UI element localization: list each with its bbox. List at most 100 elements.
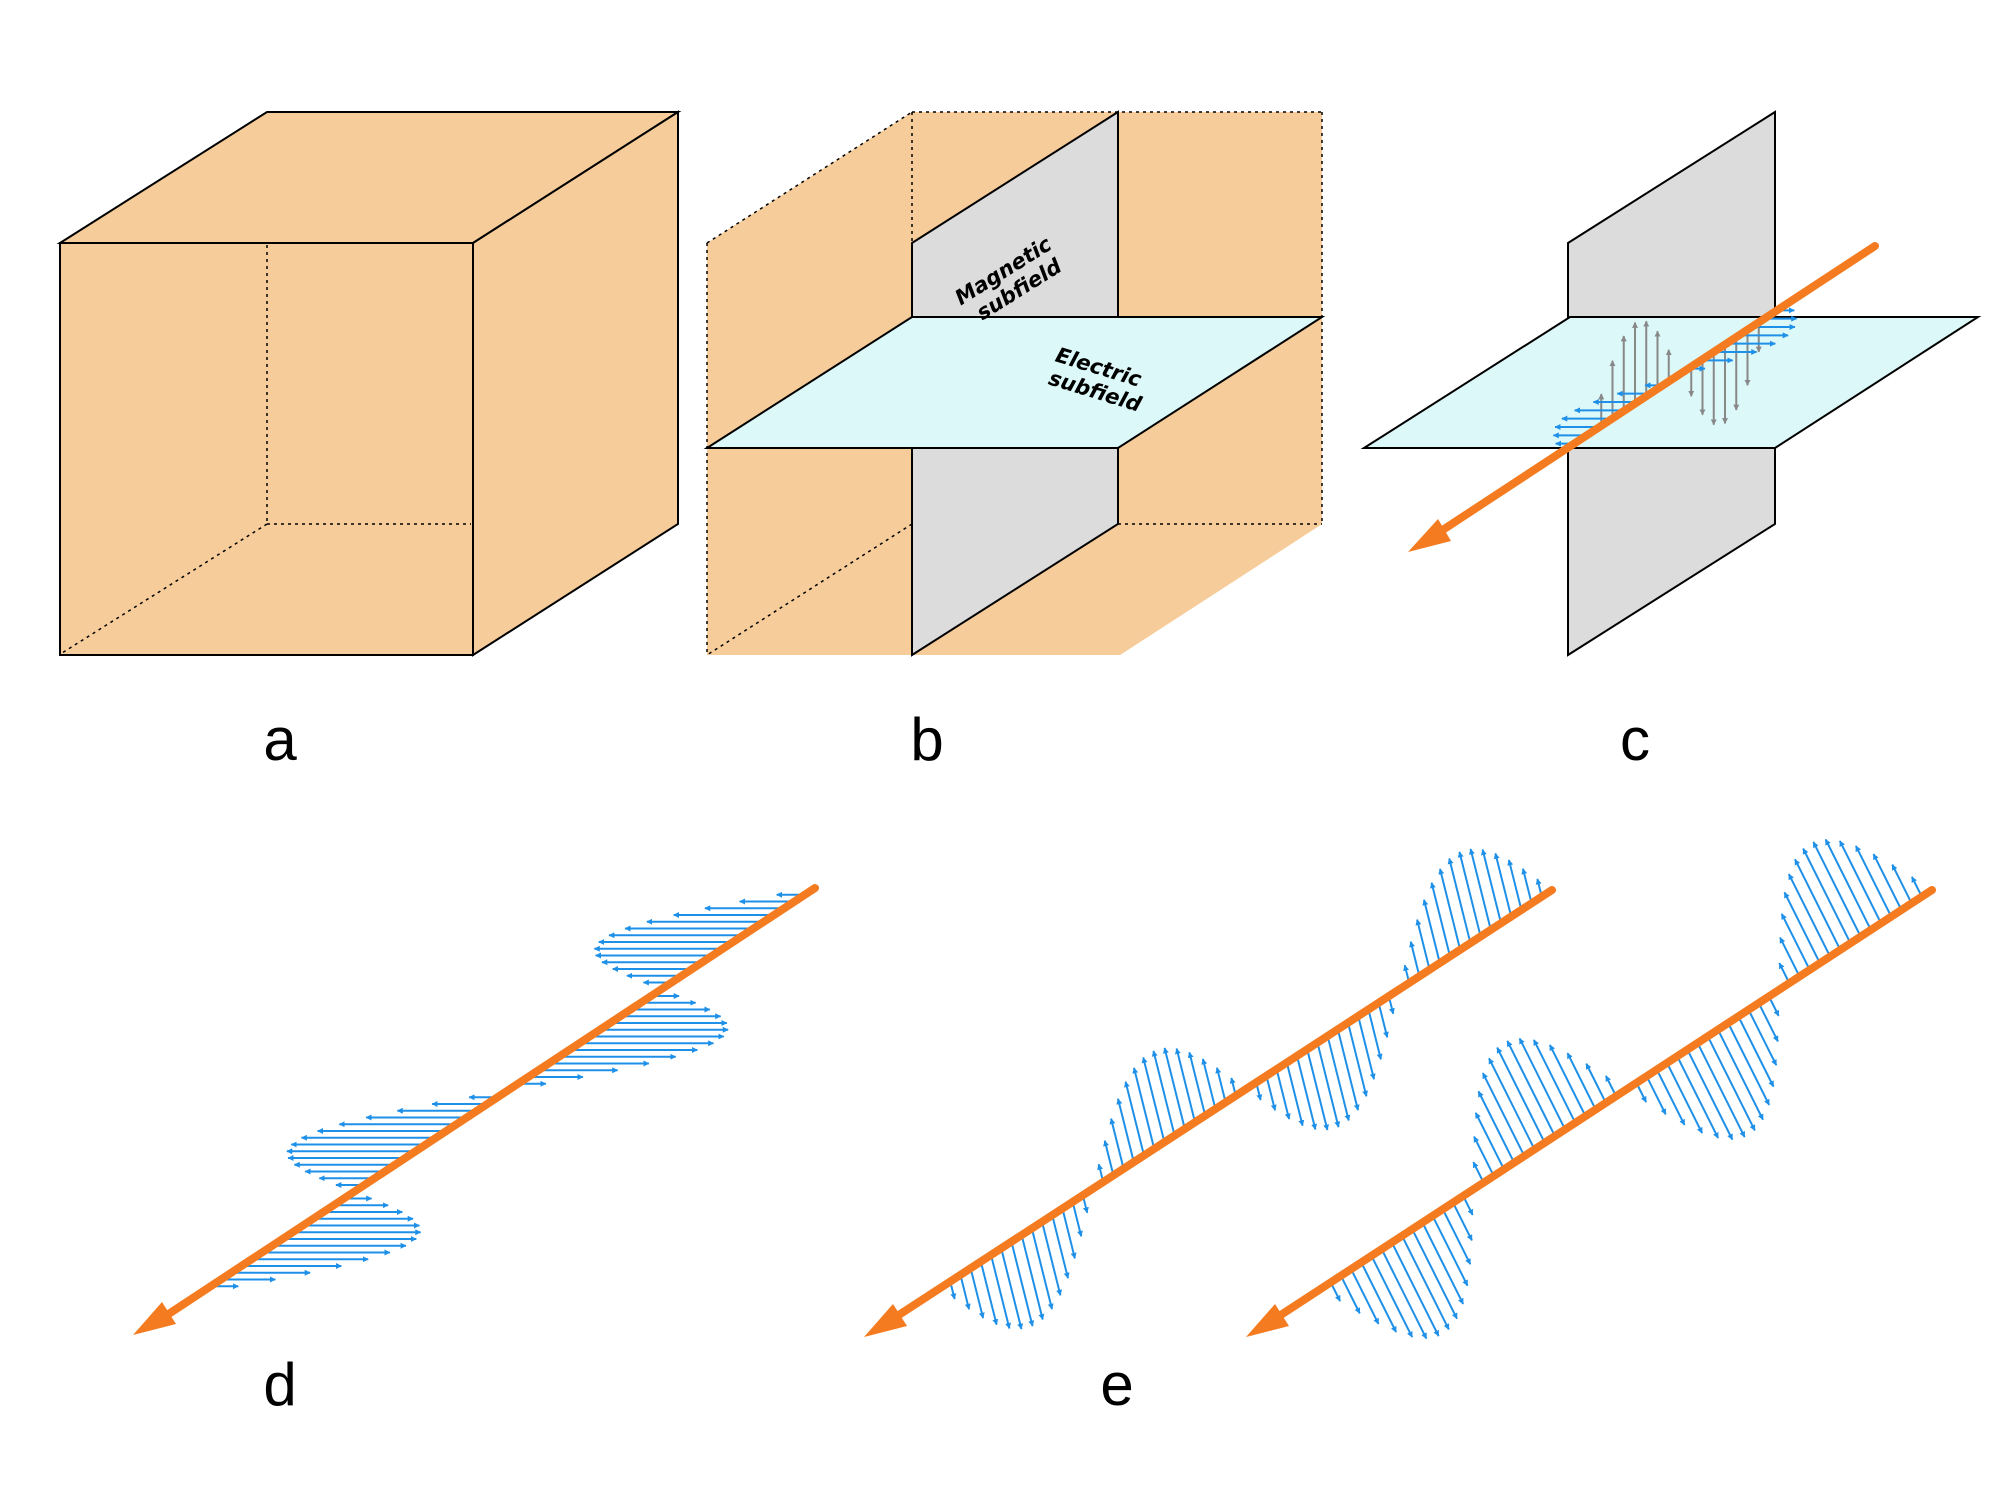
electric-vector: [1051, 1214, 1070, 1279]
panel-d-electric-wave: [133, 884, 819, 1335]
electric-vector: [1061, 1208, 1077, 1259]
electric-vector: [1716, 1028, 1764, 1121]
electric-vector: [1000, 1247, 1024, 1330]
propagation-arrowhead-e-left: [864, 1304, 907, 1337]
electric-vector: [1457, 851, 1482, 937]
electric-vector: [1265, 1075, 1277, 1111]
propagation-arrowhead-c: [1408, 519, 1451, 552]
electric-vector: [1686, 1048, 1734, 1141]
electric-vector: [1132, 1067, 1156, 1149]
panel-label-e: e: [1100, 1351, 1133, 1418]
electric-vector: [1468, 848, 1492, 931]
electric-vector: [1400, 1234, 1450, 1330]
electric-vector: [1162, 1047, 1186, 1130]
propagation-arrow-e-left: [884, 886, 1556, 1326]
electric-vector: [1605, 1075, 1617, 1097]
electric-vector: [1441, 1207, 1472, 1265]
electric-vector: [1316, 1042, 1341, 1128]
electric-vector: [1410, 1227, 1458, 1320]
panel-label-b: b: [910, 706, 943, 773]
electric-vector: [1415, 919, 1431, 970]
propagation-arrow-d: [154, 884, 819, 1325]
electric-vector: [1585, 1063, 1607, 1103]
electric-vector: [1480, 848, 1502, 924]
electric-vector: [1103, 1140, 1115, 1176]
cube-hidden-edges: [61, 245, 471, 654]
electric-vector: [1123, 1081, 1145, 1156]
electric-vector: [1696, 1042, 1746, 1138]
electric-vector: [1891, 864, 1913, 904]
electric-vector: [1812, 841, 1862, 937]
electric-vector: [959, 1274, 971, 1310]
electric-vector: [1306, 1048, 1330, 1131]
electric-vector: [1855, 845, 1893, 917]
electric-vector: [1359, 1261, 1397, 1333]
electric-vector: [1493, 852, 1513, 917]
electric-vector: [1275, 1068, 1291, 1120]
electric-vector: [1377, 1002, 1389, 1038]
electric-vector: [1141, 1056, 1166, 1143]
electric-vector: [1477, 1090, 1515, 1163]
electric-vector: [1429, 882, 1451, 957]
propagation-arrowhead-d: [133, 1302, 176, 1335]
electric-vector: [969, 1267, 985, 1319]
electric-vector: [1872, 853, 1903, 911]
electric-vector: [1802, 848, 1852, 944]
electric-vector: [1747, 1008, 1778, 1066]
electric-vector: [979, 1261, 999, 1326]
panel-e-waves: [864, 838, 1936, 1340]
electric-vector: [1349, 1267, 1380, 1325]
electric-vector: [1116, 1098, 1135, 1163]
panel-b-subfields: Magnetic subfield Electric subfield: [703, 110, 1326, 657]
electric-vector: [1783, 891, 1821, 964]
electric-vector: [990, 1254, 1012, 1330]
electric-vector: [1727, 1022, 1771, 1106]
electric-vector: [1780, 913, 1811, 971]
electric-vector: [1787, 873, 1831, 957]
electric-vector: [1109, 1118, 1125, 1169]
electric-vector: [1431, 1214, 1469, 1287]
electric-vector: [1020, 1234, 1045, 1321]
electric-vector: [1472, 1161, 1485, 1183]
electric-vector: [1507, 859, 1523, 911]
electric-vector: [1496, 1047, 1546, 1143]
electric-vector: [1824, 838, 1872, 931]
electric-vector: [1549, 1044, 1587, 1116]
electric-vector: [1665, 1062, 1703, 1134]
electric-field-vectors-right: [1329, 838, 1923, 1340]
electric-vector: [1071, 1201, 1083, 1237]
electric-vector: [1422, 899, 1441, 964]
electric-vector: [1380, 1247, 1428, 1340]
electric-vector: [1506, 1040, 1556, 1136]
electric-vector: [1474, 1112, 1505, 1170]
electric-vector: [1488, 1057, 1536, 1150]
electric-vector: [1757, 1002, 1779, 1042]
electric-vector: [1336, 1029, 1360, 1111]
propagation-arrow-c: [1428, 242, 1879, 541]
electric-vector: [1010, 1241, 1035, 1327]
panel-c-wave-planes: [1360, 110, 1982, 657]
electric-vector: [1566, 1052, 1597, 1110]
electric-vector: [1447, 857, 1472, 944]
electric-vector: [1779, 937, 1801, 977]
electric-vector: [1030, 1228, 1054, 1310]
electric-vector: [1174, 1047, 1196, 1123]
propagation-arrow-e-right: [1266, 886, 1936, 1326]
electric-vector: [1357, 1015, 1376, 1080]
panel-label-c: c: [1620, 706, 1650, 773]
electric-vector: [1370, 1254, 1414, 1338]
electric-vector: [1438, 868, 1462, 950]
electric-field-vectors-left: [949, 848, 1543, 1330]
electric-vector: [1187, 1051, 1207, 1116]
electric-vector: [1151, 1050, 1176, 1136]
electric-vector: [1676, 1055, 1720, 1139]
electric-vector: [1521, 868, 1533, 904]
electric-vector: [1326, 1035, 1351, 1122]
electric-vector: [1296, 1055, 1318, 1131]
electric-vector: [1481, 1072, 1525, 1156]
electric-vector: [1339, 1274, 1361, 1314]
electric-vector: [1645, 1075, 1667, 1115]
electric-vector: [1838, 840, 1882, 924]
panel-label-d: d: [263, 1351, 296, 1418]
